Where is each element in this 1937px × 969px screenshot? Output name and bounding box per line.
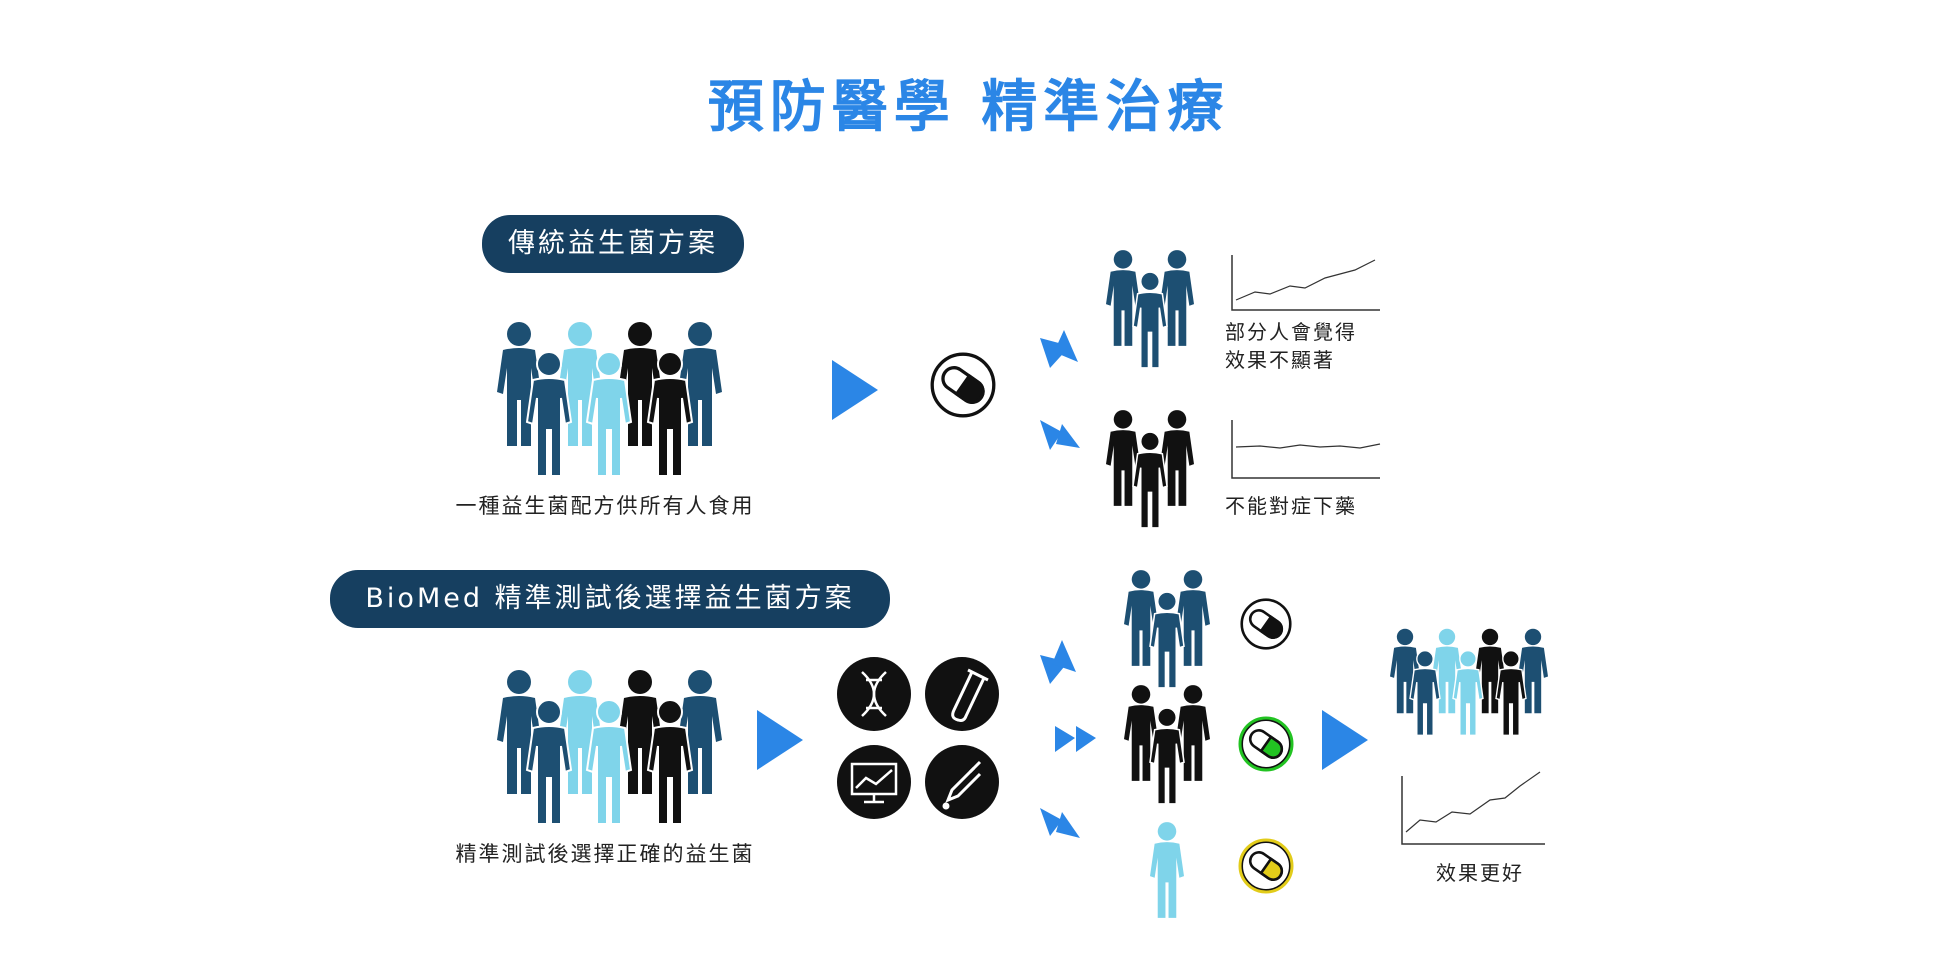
traditional-plan-label: 傳統益生菌方案 bbox=[482, 215, 744, 273]
group-no-effect bbox=[1106, 410, 1194, 529]
capsule-icon bbox=[1240, 598, 1292, 650]
play-arrow-icon bbox=[832, 360, 878, 420]
capsule-icon bbox=[1240, 840, 1292, 892]
group-light-blue bbox=[1150, 822, 1184, 918]
outcome-none-caption: 不能對症下藥 bbox=[1225, 494, 1357, 518]
crowd-result bbox=[1390, 628, 1548, 736]
traditional-caption: 一種益生菌配方供所有人食用 bbox=[455, 494, 755, 518]
outcome-some-caption: 部分人會覺得 效果不顯著 bbox=[1225, 320, 1357, 372]
crowd-biomed bbox=[497, 670, 722, 825]
chart-rising-small bbox=[1231, 255, 1380, 311]
page-title: 預防醫學 精準治療 bbox=[707, 75, 1230, 140]
play-arrow-icon bbox=[757, 710, 803, 770]
dna-icon bbox=[861, 671, 887, 717]
play-arrow-icon bbox=[1322, 710, 1368, 770]
monitor-chart-icon bbox=[850, 762, 898, 804]
group-black bbox=[1124, 685, 1210, 805]
capsule-icon bbox=[1240, 718, 1292, 770]
result-caption: 效果更好 bbox=[1436, 861, 1524, 885]
capsule-icon bbox=[930, 352, 996, 418]
group-dark-blue bbox=[1124, 570, 1210, 689]
test-icons bbox=[837, 657, 999, 819]
chart-rising-result bbox=[1401, 771, 1545, 845]
group-some-effect bbox=[1106, 250, 1194, 369]
split-arrows-biomed bbox=[1040, 640, 1096, 838]
biomed-plan-label: BioMed 精準測試後選擇益生菌方案 bbox=[330, 570, 890, 628]
crowd-traditional bbox=[497, 322, 722, 477]
split-arrows-traditional bbox=[1040, 330, 1080, 450]
biomed-caption: 精準測試後選擇正確的益生菌 bbox=[455, 842, 755, 866]
dropper-icon bbox=[942, 760, 982, 810]
chart-flat bbox=[1231, 420, 1381, 479]
test-tube-icon bbox=[951, 668, 989, 722]
